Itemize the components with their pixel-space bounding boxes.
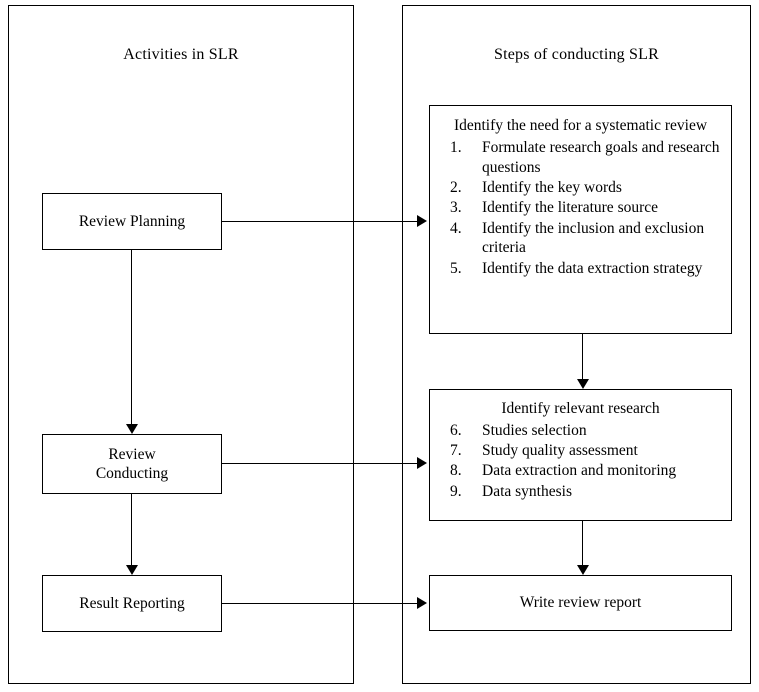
node-review-conducting-label-line2: Conducting bbox=[95, 465, 169, 482]
list-item-text: Identify the key words bbox=[482, 178, 622, 196]
list-item-number: 5. bbox=[450, 259, 462, 277]
list-item: 2. Identify the key words bbox=[444, 178, 721, 198]
node-review-planning[interactable]: Review Planning bbox=[42, 193, 222, 250]
list-item-text: Identify the literature source bbox=[482, 199, 659, 217]
list-item-number: 6. bbox=[450, 421, 462, 439]
list-item: 3. Identify the literature source bbox=[444, 198, 721, 218]
list-item-text: Identify the inclusion and exclusion cri… bbox=[482, 219, 705, 257]
node-review-conducting[interactable]: Review Conducting bbox=[42, 434, 222, 494]
list-item: 1. Formulate research goals and research… bbox=[444, 138, 721, 178]
node-write-review-report-label: Write review report bbox=[519, 594, 642, 612]
node-identify-relevant-research-heading: Identify relevant research bbox=[501, 400, 660, 417]
list-item-number: 1. bbox=[450, 138, 462, 156]
list-item-text: Formulate research goals and research qu… bbox=[482, 138, 720, 176]
panel-title-steps: Steps of conducting SLR bbox=[493, 46, 660, 63]
arrowhead-down-icon bbox=[577, 565, 589, 575]
list-item-text: Study quality assessment bbox=[482, 442, 638, 460]
connector-planning-to-conducting bbox=[131, 250, 132, 425]
node-identify-need[interactable]: Identify the need for a systematic revie… bbox=[429, 105, 732, 334]
arrowhead-right-icon bbox=[417, 457, 427, 469]
connector-step1-to-step2 bbox=[582, 334, 583, 380]
list-item-number: 7. bbox=[450, 442, 462, 460]
connector-result-to-write-report bbox=[222, 603, 418, 604]
node-result-reporting[interactable]: Result Reporting bbox=[42, 575, 222, 632]
list-item: 6. Studies selection bbox=[444, 421, 721, 441]
list-item-text: Identify the data extraction strategy bbox=[482, 259, 703, 277]
connector-step2-to-step3 bbox=[582, 521, 583, 566]
list-item: 5. Identify the data extraction strategy bbox=[444, 259, 721, 279]
connector-conducting-to-relevant-research bbox=[222, 463, 418, 464]
arrowhead-right-icon bbox=[417, 215, 427, 227]
node-identify-relevant-research[interactable]: Identify relevant research 6. Studies se… bbox=[429, 389, 732, 521]
list-item-number: 4. bbox=[450, 219, 462, 237]
list-item-number: 3. bbox=[450, 199, 462, 217]
list-item: 8. Data extraction and monitoring bbox=[444, 461, 721, 481]
step-list-identify-need: 1. Formulate research goals and research… bbox=[438, 138, 723, 279]
node-result-reporting-label: Result Reporting bbox=[79, 594, 185, 612]
arrowhead-down-icon bbox=[126, 565, 138, 575]
panel-activities-in-slr: Activities in SLR bbox=[8, 5, 354, 684]
list-item-text: Data synthesis bbox=[482, 482, 572, 500]
list-item-number: 9. bbox=[450, 482, 462, 500]
list-item-number: 2. bbox=[450, 178, 462, 196]
connector-conducting-to-result bbox=[131, 494, 132, 566]
list-item-text: Data extraction and monitoring bbox=[482, 462, 677, 480]
list-item: 7. Study quality assessment bbox=[444, 441, 721, 461]
arrowhead-down-icon bbox=[126, 424, 138, 434]
connector-planning-to-identify-need bbox=[222, 221, 418, 222]
list-item-text: Studies selection bbox=[482, 421, 587, 439]
panel-title-activities: Activities in SLR bbox=[123, 46, 239, 63]
node-identify-need-heading: Identify the need for a systematic revie… bbox=[453, 117, 708, 134]
list-item: 4. Identify the inclusion and exclusion … bbox=[444, 219, 721, 259]
node-write-review-report[interactable]: Write review report bbox=[429, 575, 732, 631]
node-review-planning-label: Review Planning bbox=[78, 212, 186, 230]
node-review-conducting-label-line1: Review bbox=[108, 445, 156, 463]
list-item: 9. Data synthesis bbox=[444, 482, 721, 502]
step-list-identify-relevant-research: 6. Studies selection 7. Study quality as… bbox=[438, 421, 723, 502]
arrowhead-down-icon bbox=[577, 379, 589, 389]
arrowhead-right-icon bbox=[417, 597, 427, 609]
list-item-number: 8. bbox=[450, 462, 462, 480]
